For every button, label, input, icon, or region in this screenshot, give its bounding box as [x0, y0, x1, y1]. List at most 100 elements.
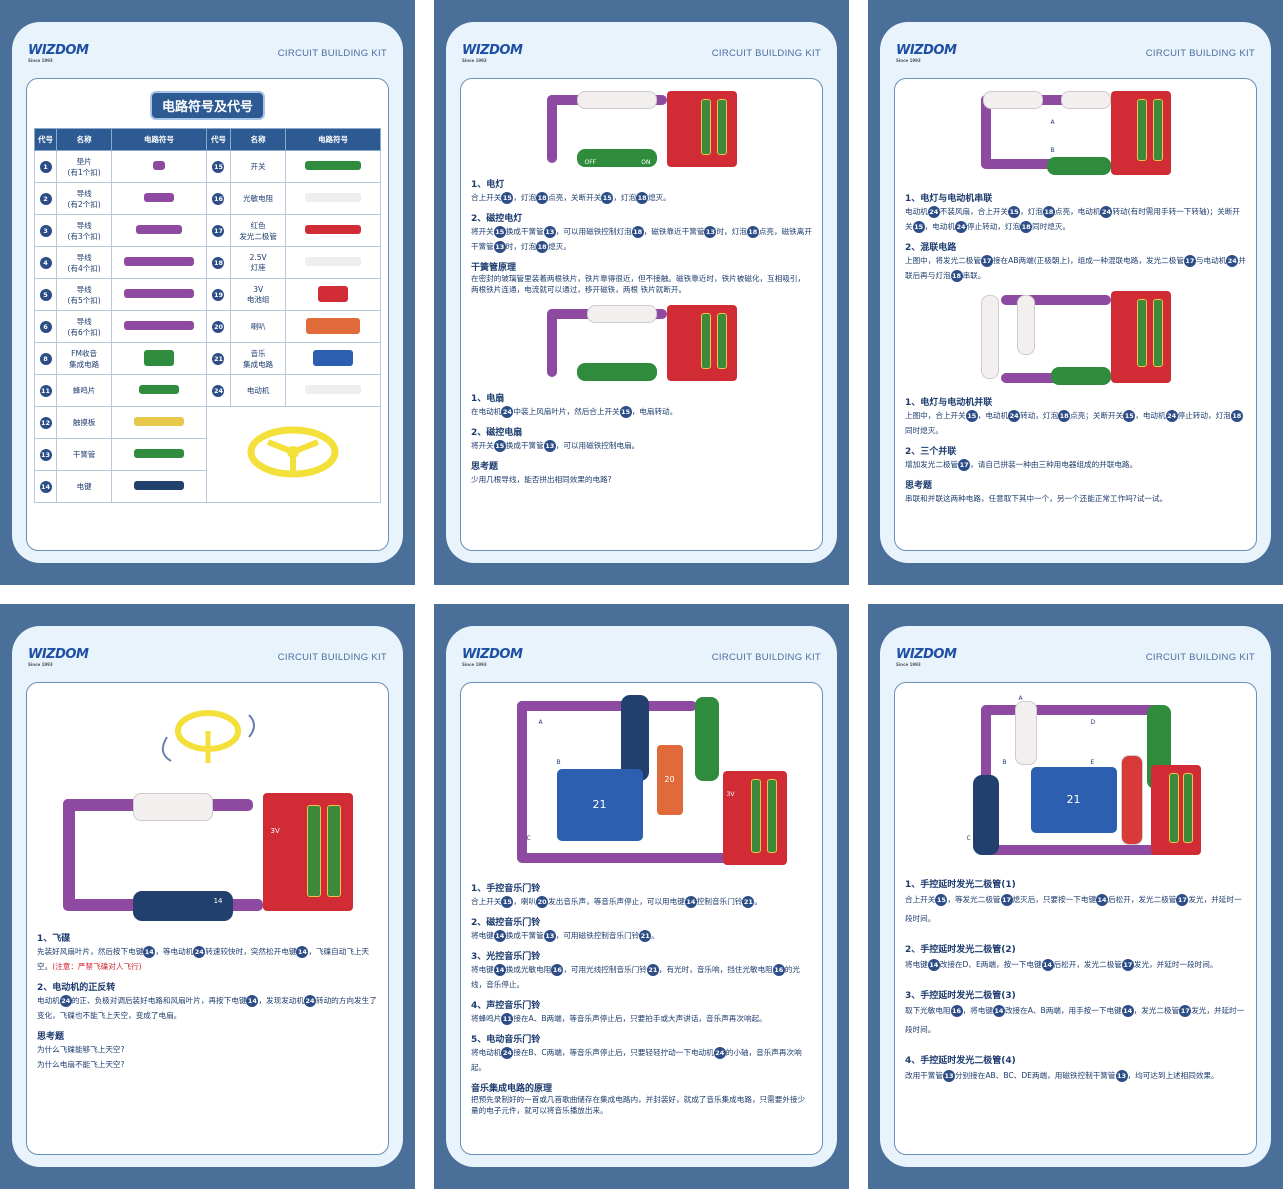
text-run: 取下光敏电阻 [905, 1006, 951, 1015]
symbol-cell [111, 470, 207, 503]
part-number-badge: 16 [212, 192, 225, 205]
text-run: 将电键 [905, 960, 928, 969]
text-run: ，灯泡 [1020, 207, 1043, 216]
symbol-cell [111, 214, 207, 247]
text-run: 中装上风扇叶片，然后合上开关 [513, 407, 620, 416]
part-number-badge: 17 [1000, 894, 1013, 906]
content-box: 14 3V 1、飞碟 先装好风扇叶片，然后按下电键14，等电动机24转速较快时，… [26, 682, 389, 1155]
part-number-badge: 24 [193, 946, 206, 958]
motor-component [980, 295, 999, 379]
text-run: 时，灯泡 [505, 242, 537, 251]
text-run: 接在B、C两端，等音乐声停止后，只要轻轻拧动一下电动机 [513, 1048, 714, 1057]
text-run: ，可以用磁铁控制灯泡 [555, 227, 632, 236]
switch-component [694, 697, 719, 781]
part-number-badge: 15 [619, 406, 632, 418]
component-symbol-icon [134, 417, 184, 426]
text-run: 发光，并延时一段时间。 [1133, 960, 1218, 969]
wire-bottom [980, 159, 1111, 169]
part-number-badge: 11 [39, 384, 52, 397]
symbol-cell [285, 214, 381, 247]
text-run: 电动机 [37, 996, 60, 1005]
section-title: 2、磁控电灯 [471, 214, 523, 224]
logo-sub: Since 1993 [28, 58, 53, 63]
text-run: 将开关 [471, 227, 494, 236]
battery-cell [716, 313, 727, 369]
part-number-badge: 14 [927, 959, 940, 971]
part-number-badge: 13 [704, 226, 717, 238]
text-run: 后松开，发光二极管 [1053, 960, 1122, 969]
wire-top [980, 705, 1161, 715]
name-cell: 蜂鸣片 [56, 374, 113, 407]
name-cell: 干簧管 [56, 438, 113, 471]
text-run: 合上开关 [471, 897, 502, 906]
text-run: 将开关 [471, 441, 494, 450]
section-title: 2、磁控电扇 [471, 428, 523, 438]
text-run: 分别接在AB、BC、DE两端，用磁铁控制干簧管 [954, 1071, 1116, 1080]
point-b-label: B [556, 759, 561, 766]
battery-cell [1136, 99, 1147, 161]
section-title: 4、手控延时发光二极管(4) [905, 1056, 1016, 1066]
component-symbol-icon [305, 257, 362, 266]
text-run: ，飞碟自动飞上天空。 [37, 947, 370, 971]
section-text: 将蜂鸣片11接在A、B两端，等音乐声停止后，只要拍手或大声讲话，音乐声再次响起。 [471, 1011, 812, 1026]
section-text: 取下光敏电阻16，将电键14改接在A、B两端，用手按一下电键14，发光二极管17… [905, 1001, 1246, 1039]
fan-blade-cell [205, 406, 382, 503]
text-run: 将电键 [471, 965, 494, 974]
name-cell: 导线 (有5个扣) [56, 278, 113, 311]
section-text: 电动机24的正、负极对调后装好电路和风扇叶片，再按下电键14，发现发动机24转动… [37, 993, 378, 1023]
code-cell: 6 [33, 310, 58, 343]
symbol-cell [285, 278, 381, 311]
component-symbol-icon [318, 285, 349, 302]
text-run: 停止转动，灯泡 [966, 222, 1021, 231]
text-run: ，灯泡 [513, 193, 537, 202]
text-run: 电动机 [905, 207, 928, 216]
part-number-badge: 13 [39, 448, 52, 461]
logo-text: WIZDOM [28, 43, 89, 58]
code-cell: 12 [33, 406, 58, 439]
section-text: 上图中，合上开关15，电动机24转动，灯泡18点亮；关断开关15，电动机24停止… [905, 408, 1246, 438]
part-number-badge: 2 [39, 192, 52, 205]
text-run: 的光线，音乐停止。 [471, 965, 800, 989]
part-number-badge: 14 [296, 946, 309, 958]
text-run: 熄灭。 [548, 242, 571, 251]
part-number-badge: 17 [980, 255, 993, 267]
photoresistor-component [1014, 701, 1037, 765]
point-c-label: C [526, 835, 531, 842]
point-a-label: A [1018, 695, 1023, 702]
part-number-badge: 24 [954, 221, 967, 233]
symbol-cell [285, 246, 381, 279]
battery-voltage-label: 3V [726, 791, 735, 798]
header-symbol: 电路符号 [285, 128, 381, 151]
name-cell: 导线 (有3个扣) [56, 214, 113, 247]
content-box: A B C 21 20 3V 1、手控音乐门铃 合上开关15，喇叭20发出音乐声… [460, 682, 823, 1155]
key-component: 14 [132, 891, 233, 921]
text-run: ，可用磁铁控制音乐门铃 [555, 931, 640, 940]
part-number-badge: 14 [1096, 894, 1109, 906]
part-number-badge: 15 [1123, 410, 1136, 422]
symbol-cell [285, 342, 381, 375]
motor-component [982, 91, 1043, 109]
part-number-badge: 18 [1020, 221, 1033, 233]
header-code: 代号 [205, 128, 232, 151]
section-text: 上图中，将发光二极管17接在AB两端(正极朝上)，组成一种混联电路，发光二极管1… [905, 253, 1246, 283]
wire-left [516, 701, 527, 861]
part-number-badge: 19 [212, 288, 225, 301]
text-run: 与电动机 [1195, 256, 1227, 265]
text-run: ，电动机 [1135, 411, 1166, 420]
battery-cell [700, 313, 711, 369]
flying-saucer-icon [161, 710, 255, 763]
text-run: 熄灭。 [648, 193, 671, 202]
code-cell: 4 [33, 246, 58, 279]
battery-cell [750, 779, 761, 853]
text-run: ，喇叭 [513, 897, 537, 906]
symbol-cell [285, 150, 381, 183]
